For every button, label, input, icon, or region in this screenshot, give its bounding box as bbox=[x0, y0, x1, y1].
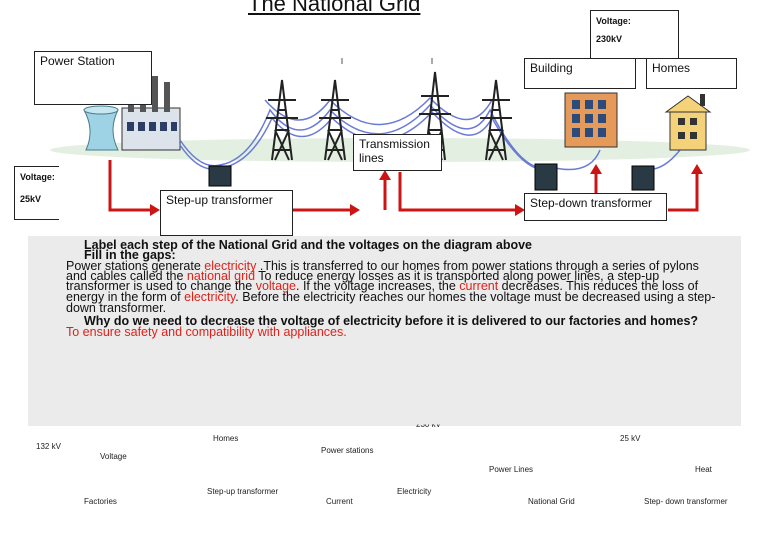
paragraph-line-5: down transformer. bbox=[66, 301, 167, 315]
label-homes-text: Homes bbox=[652, 61, 691, 75]
word-power-lines[interactable]: Power Lines bbox=[489, 465, 534, 474]
paragraph-line-4: energy in the form of electricity. Befor… bbox=[66, 290, 716, 304]
cooling-tower-icon bbox=[83, 105, 119, 151]
word-132kv[interactable]: 132 kV bbox=[36, 442, 61, 451]
voltage-left-label: Voltage: bbox=[20, 172, 55, 182]
energy-flow-arrows bbox=[108, 160, 699, 212]
voltage-left-value: 25kV bbox=[20, 194, 42, 204]
label-building[interactable]: Building bbox=[524, 58, 636, 89]
line4-text-b: . Before the electricity reaches our hom… bbox=[235, 290, 716, 304]
label-homes[interactable]: Homes bbox=[646, 58, 737, 89]
answer-current[interactable]: current bbox=[459, 279, 499, 293]
label-step-down-text: Step-down transformer bbox=[530, 196, 653, 210]
factory-icon bbox=[121, 72, 181, 151]
transformer-icon bbox=[208, 163, 655, 191]
word-step-down-transformer[interactable]: Step- down transformer bbox=[644, 497, 728, 506]
line1-text-a: Power stations generate bbox=[66, 259, 205, 273]
building-icon bbox=[564, 92, 618, 148]
voltage-top-label: Voltage: bbox=[596, 16, 631, 26]
label-building-text: Building bbox=[530, 61, 573, 75]
worksheet-heading: Label each step of the National Grid and… bbox=[84, 238, 533, 252]
label-power-station-text: Power Station bbox=[40, 54, 115, 68]
label-power-station[interactable]: Power Station bbox=[34, 51, 152, 105]
worksheet-panel bbox=[28, 236, 741, 426]
line2-text-a: and cables called the bbox=[66, 269, 187, 283]
voltage-box-left[interactable]: Voltage: 25kV bbox=[14, 166, 59, 220]
line3-text-a: transformer is used to change the bbox=[66, 279, 256, 293]
word-electricity[interactable]: Electricity bbox=[397, 487, 432, 496]
line3-text-c: decreases. This reduces the loss of bbox=[498, 279, 699, 293]
label-step-down-transformer[interactable]: Step-down transformer bbox=[524, 193, 667, 221]
home-icon bbox=[664, 94, 712, 151]
word-voltage[interactable]: Voltage bbox=[100, 452, 127, 461]
answer-voltage[interactable]: voltage bbox=[255, 279, 296, 293]
line3-text-b: . If the voltage increases, the bbox=[296, 279, 460, 293]
line1-text-b: .This is transferred to our homes from p… bbox=[256, 259, 699, 273]
line2-text-b: To reduce energy losses as it is transpo… bbox=[255, 269, 660, 283]
national-grid-diagram bbox=[50, 58, 750, 216]
question-text: Why do we need to decrease the voltage o… bbox=[84, 314, 699, 328]
answer-national-grid[interactable]: national grid bbox=[186, 269, 256, 283]
word-power-stations[interactable]: Power stations bbox=[321, 446, 374, 455]
label-transmission-lines-text: Transmission lines bbox=[359, 137, 430, 165]
page-title: The National Grid bbox=[248, 0, 421, 16]
word-national-grid[interactable]: National Grid bbox=[528, 497, 575, 506]
label-step-up-transformer[interactable]: Step-up transformer bbox=[160, 190, 293, 236]
arrow-heads bbox=[150, 164, 703, 216]
word-factories[interactable]: Factories bbox=[84, 497, 117, 506]
answer-electricity-2[interactable]: electricity bbox=[184, 290, 236, 304]
voltage-top-value: 230kV bbox=[596, 34, 623, 44]
label-transmission-lines[interactable]: Transmission lines bbox=[353, 134, 442, 171]
voltage-box-top[interactable]: Voltage: 230kV bbox=[590, 10, 679, 59]
word-current[interactable]: Current bbox=[326, 497, 353, 506]
word-step-up-transformer[interactable]: Step-up transformer bbox=[207, 487, 279, 496]
word-homes[interactable]: Homes bbox=[213, 434, 239, 443]
answer-electricity-1[interactable]: electricity bbox=[204, 259, 257, 273]
word-230kv[interactable]: 230 kV bbox=[416, 420, 441, 430]
word-heat[interactable]: Heat bbox=[695, 465, 712, 474]
pylon-icon bbox=[266, 71, 512, 161]
paragraph-line-1: Power stations generate electricity .Thi… bbox=[66, 259, 699, 273]
paragraph-line-3: transformer is used to change the voltag… bbox=[66, 279, 699, 293]
paragraph-line-2: and cables called the national grid To r… bbox=[66, 269, 660, 283]
word-25kv[interactable]: 25 kV bbox=[620, 434, 641, 443]
label-step-up-text: Step-up transformer bbox=[166, 193, 273, 207]
line4-text-a: energy in the form of bbox=[66, 290, 185, 304]
answer-text[interactable]: To ensure safety and compatibility with … bbox=[66, 325, 347, 339]
fill-gaps-heading: Fill in the gaps: bbox=[84, 248, 176, 262]
